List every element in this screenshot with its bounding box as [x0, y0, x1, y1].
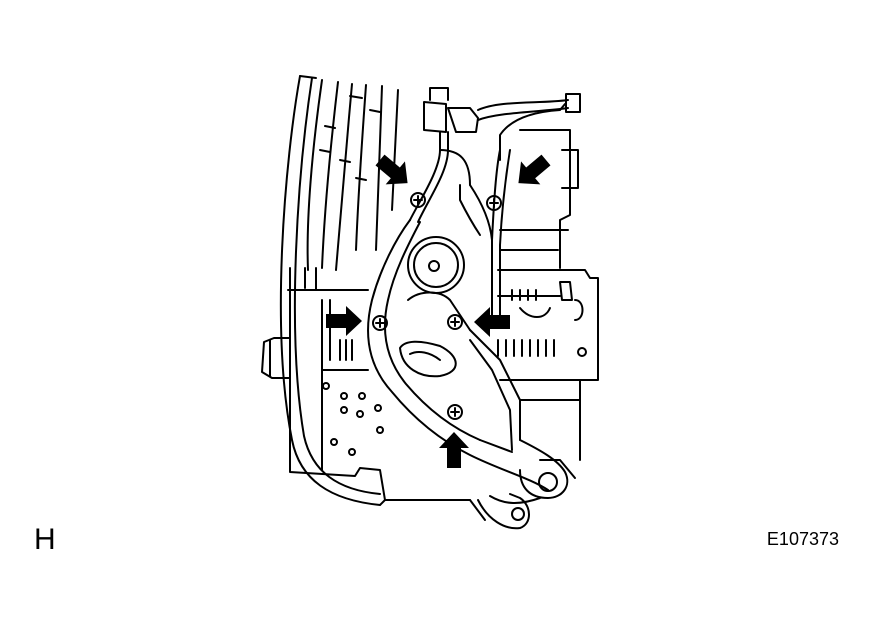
mechanism-box: [287, 267, 471, 501]
outer-housing: [279, 75, 399, 506]
recliner-plate: [367, 149, 549, 491]
bolt-icon: [447, 404, 463, 420]
lever-arm: [489, 439, 569, 504]
sector-link: [469, 493, 530, 530]
view-label: H: [34, 523, 56, 556]
bolt-icon: [447, 314, 463, 330]
bolt-icon: [372, 315, 388, 331]
arrow-icon: [518, 154, 551, 185]
arrow-icon: [439, 432, 469, 468]
bolt-icon: [486, 195, 502, 211]
figure-id: E107373: [766, 529, 839, 549]
rear-bracket: [497, 103, 599, 479]
arrow-icon: [326, 306, 362, 336]
bolt-icon: [410, 192, 426, 208]
wire-harness: [409, 87, 581, 321]
arrow-icon: [375, 154, 408, 185]
arrow-icon: [474, 307, 510, 337]
adjust-knob: [261, 337, 291, 379]
